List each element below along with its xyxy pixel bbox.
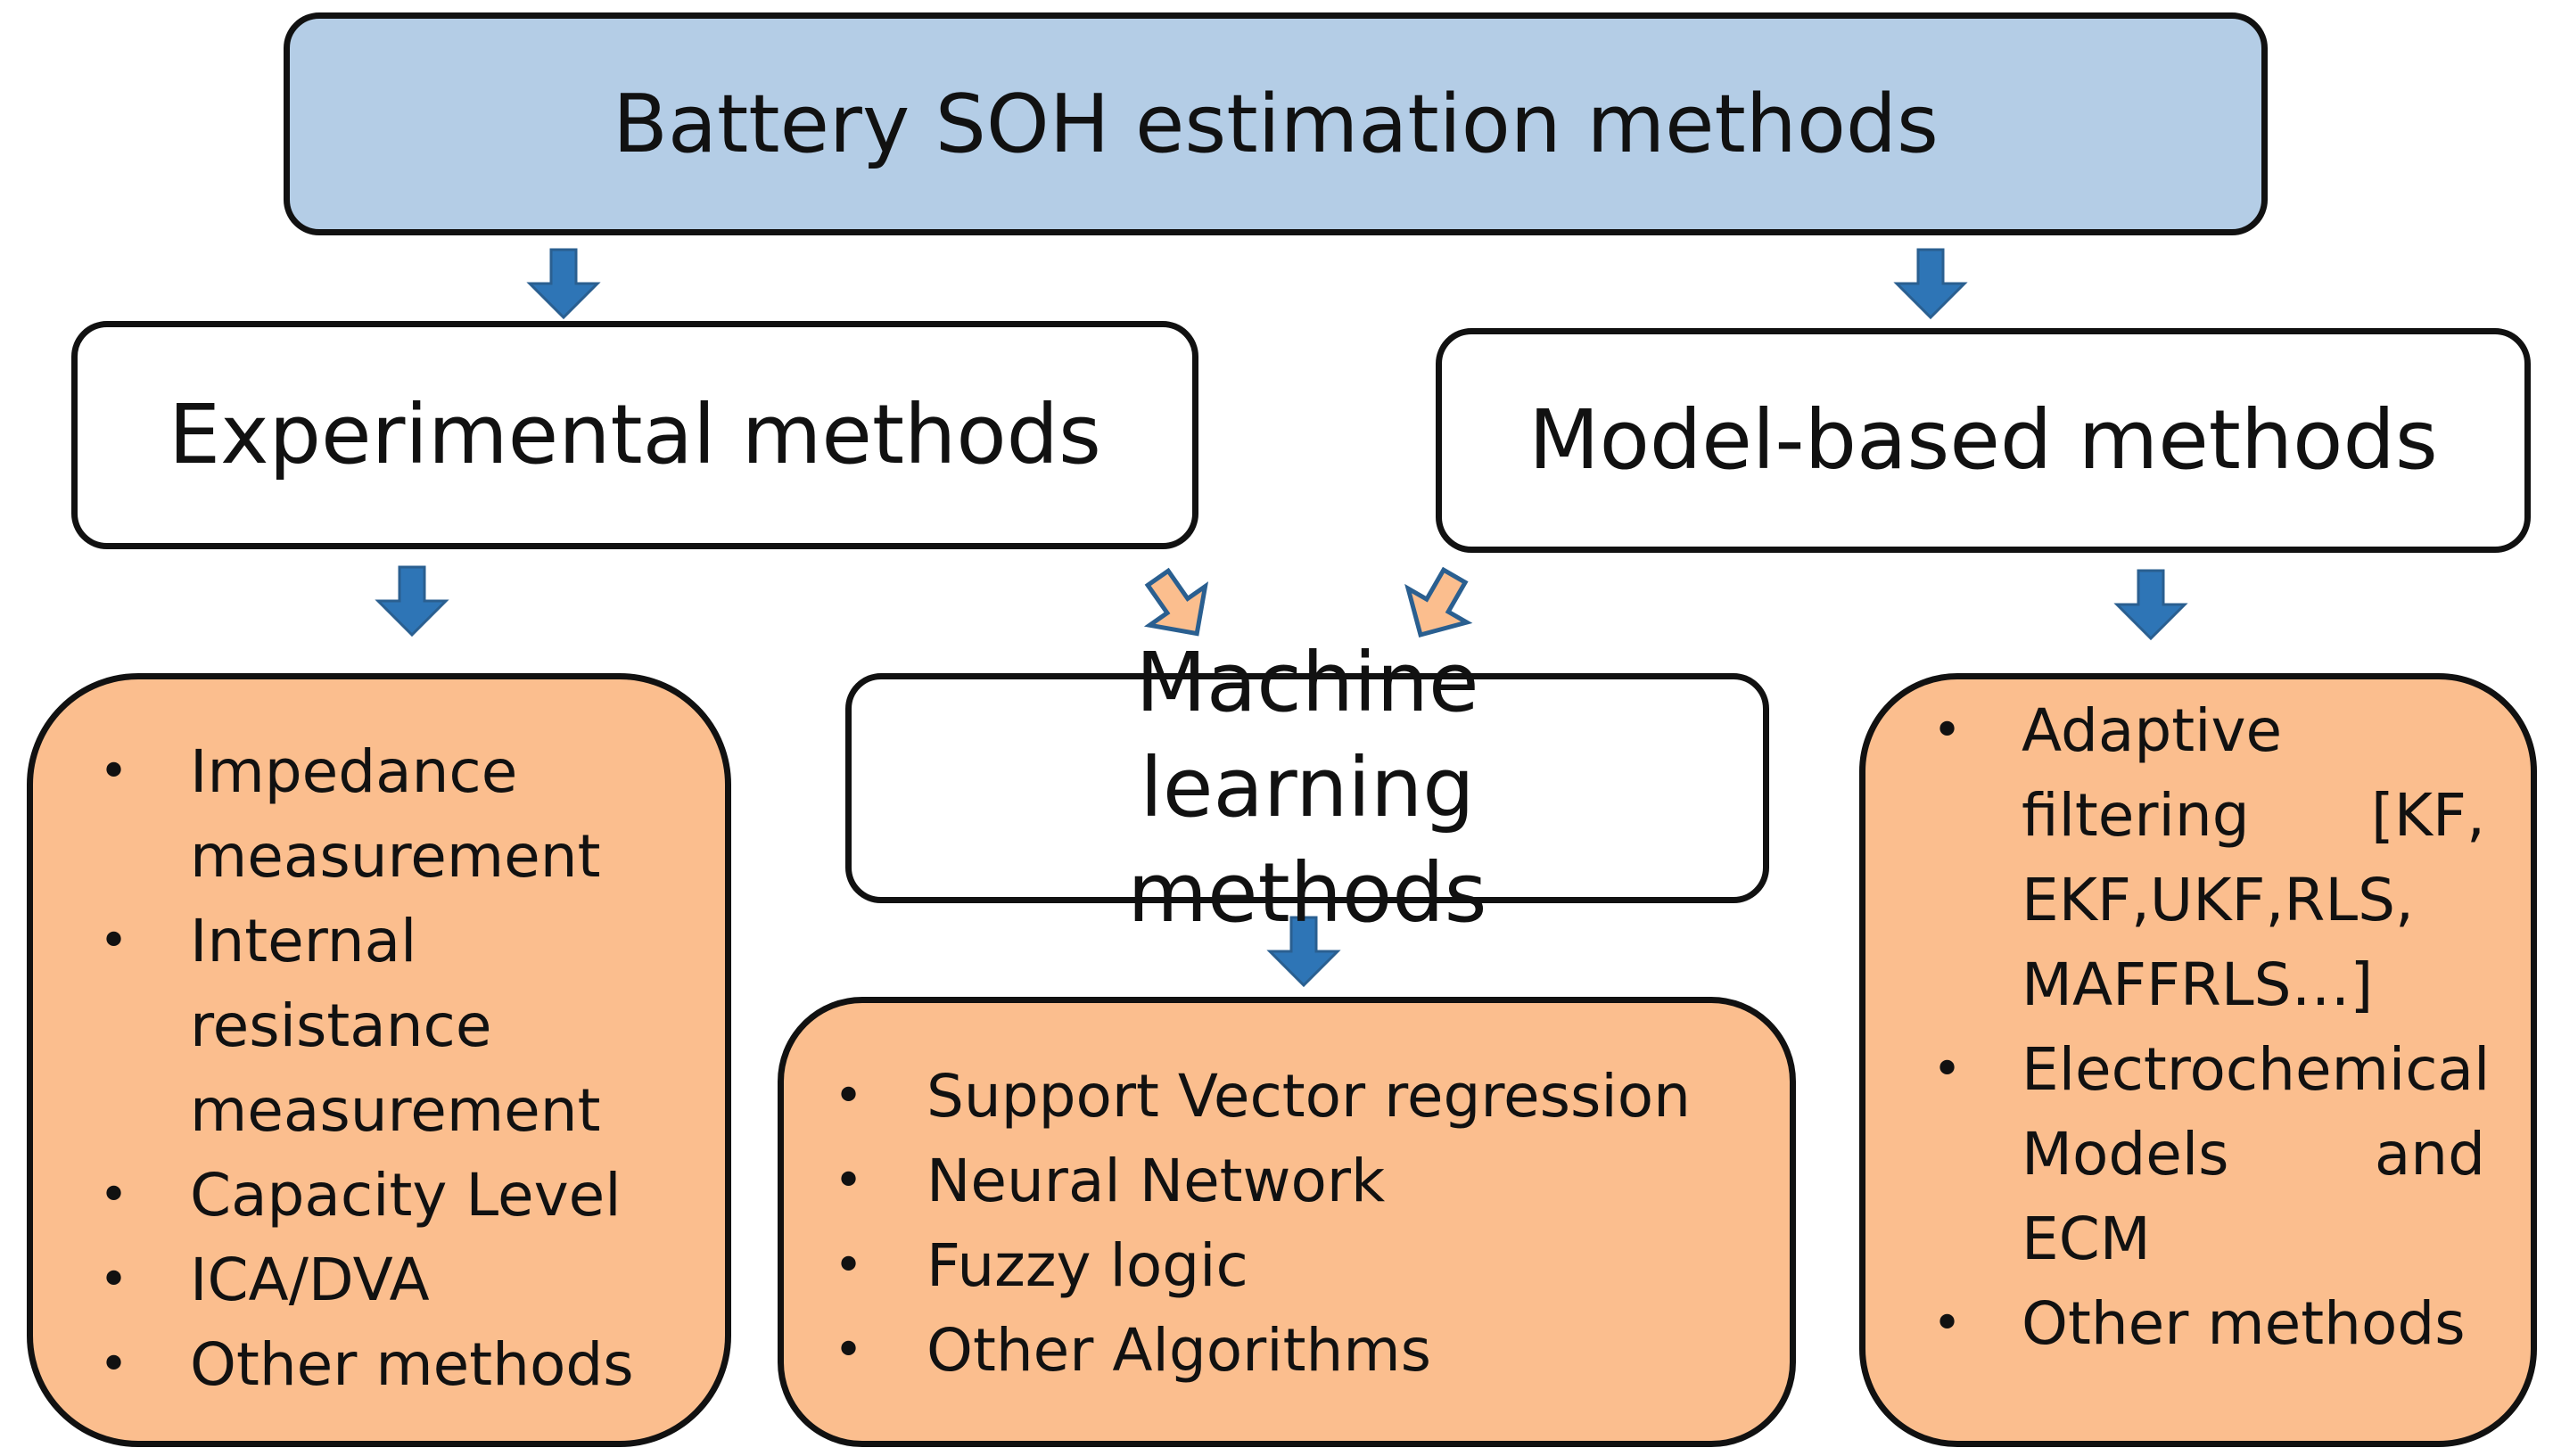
model-based-methods-box: Model-based methods: [1436, 328, 2531, 553]
list-item-text: Support Vector regression: [926, 1062, 1691, 1131]
list-item-text: Adaptive filtering [KF, EKF,UKF,RLS, MAF…: [2022, 696, 2485, 1019]
title-box: Battery SOH estimation methods: [284, 12, 2268, 235]
list-item: • Adaptive filtering [KF, EKF,UKF,RLS, MA…: [1932, 688, 2485, 1027]
bullet: •: [1932, 1041, 1963, 1098]
list-item: • Impedance measurement: [99, 729, 707, 899]
bullet: •: [834, 1067, 864, 1125]
list-item: • Neural Network: [834, 1139, 1783, 1223]
experimental-methods-heading: Experimental methods: [169, 387, 1101, 483]
list-item: • Capacity Level: [99, 1153, 707, 1238]
list-item-text: Neural Network: [926, 1147, 1386, 1215]
bullet: •: [834, 1321, 864, 1379]
bullet: •: [834, 1237, 864, 1295]
bullet: •: [99, 1336, 129, 1394]
bullet: •: [834, 1152, 864, 1210]
machine-learning-methods-box: Machine learning methods: [845, 635, 1769, 941]
list-item: • Internal resistance measurement: [99, 899, 707, 1153]
list-item: • Electrochemical Models and ECM: [1932, 1027, 2490, 1281]
arrow-experimental-to-list: [376, 565, 448, 637]
list-item: • Support Vector regression: [834, 1054, 1783, 1139]
machine-learning-methods-heading: Machine learning methods: [1127, 635, 1487, 941]
list-item: • Other methods: [99, 1322, 707, 1407]
arrow-model-based-to-list: [2115, 569, 2187, 640]
bullet: •: [99, 912, 129, 970]
list-item: • Fuzzy logic: [834, 1223, 1783, 1308]
model-based-methods-heading: Model-based methods: [1528, 392, 2438, 489]
list-item-text: Other methods: [2022, 1289, 2466, 1358]
experimental-methods-list-box: • Impedance measurement • Internal resista…: [27, 673, 731, 1447]
bullet: •: [1932, 702, 1963, 760]
experimental-methods-box: Experimental methods: [71, 321, 1198, 549]
machine-learning-methods-list-box: • Support Vector regression • Neural Netwo…: [778, 997, 1796, 1447]
arrow-title-to-model-based: [1895, 248, 1966, 319]
list-item: • Other methods: [1932, 1281, 2485, 1366]
experimental-methods-list: • Impedance measurement • Internal resista…: [99, 729, 707, 1407]
list-item-text: Other Algorithms: [926, 1316, 1431, 1385]
list-item-text: Other methods: [190, 1330, 634, 1399]
model-based-methods-list: • Adaptive filtering [KF, EKF,UKF,RLS, MA…: [1932, 688, 2490, 1366]
arrow-title-to-experimental: [528, 248, 599, 319]
list-item-text: Internal resistance measurement: [190, 907, 601, 1145]
bullet: •: [1932, 1295, 1963, 1353]
bullet: •: [99, 1251, 129, 1309]
list-item: • ICA/DVA: [99, 1238, 707, 1322]
list-item-text: Electrochemical Models and ECM: [2022, 1035, 2491, 1273]
list-item-text: Capacity Level: [190, 1161, 622, 1230]
list-item: • Other Algorithms: [834, 1308, 1783, 1393]
machine-learning-methods-list: • Support Vector regression • Neural Netwo…: [834, 1054, 1783, 1393]
bullet: •: [99, 1166, 129, 1224]
bullet: •: [99, 743, 129, 801]
list-item-text: Impedance measurement: [190, 737, 601, 891]
list-item-text: ICA/DVA: [190, 1246, 430, 1314]
diagram-title: Battery SOH estimation methods: [613, 77, 1939, 171]
list-item-text: Fuzzy logic: [926, 1231, 1248, 1300]
model-based-methods-list-box: • Adaptive filtering [KF, EKF,UKF,RLS, MA…: [1859, 673, 2537, 1447]
